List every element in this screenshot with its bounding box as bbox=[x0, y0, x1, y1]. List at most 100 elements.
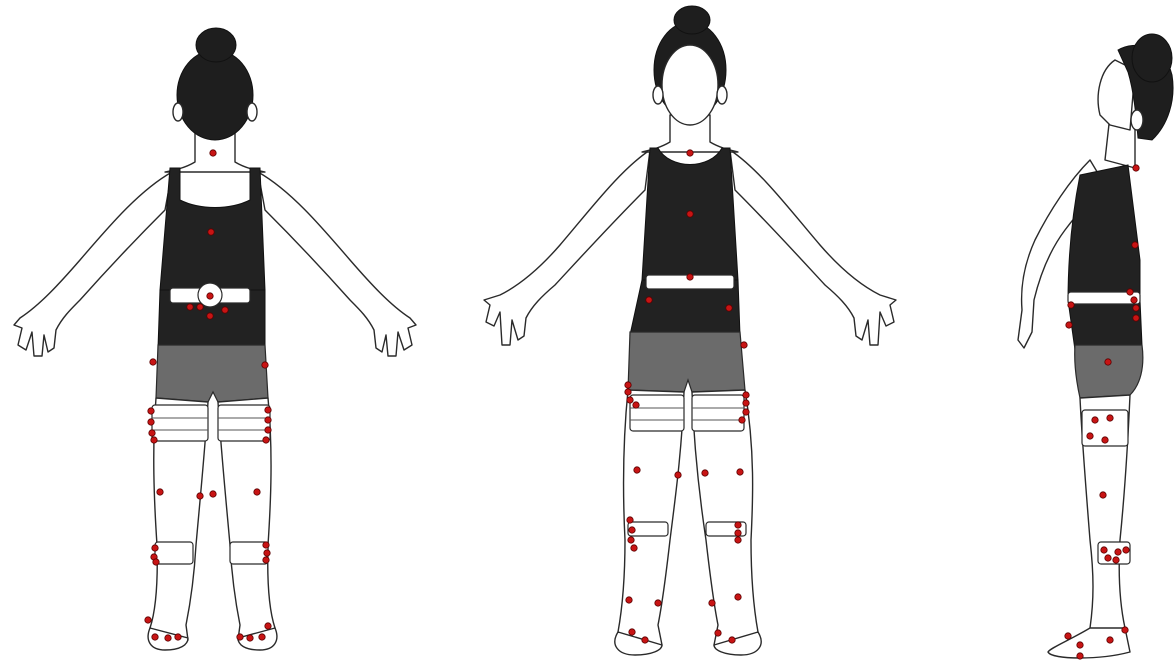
marker-front-16 bbox=[675, 472, 681, 478]
right-arm bbox=[258, 172, 416, 356]
marker-back-15 bbox=[265, 417, 271, 423]
right-arm bbox=[730, 150, 896, 345]
marker-front-26 bbox=[626, 597, 632, 603]
marker-side-16 bbox=[1105, 555, 1111, 561]
marker-back-27 bbox=[263, 557, 269, 563]
marker-side-3 bbox=[1068, 302, 1074, 308]
figure-back-view bbox=[0, 0, 440, 661]
shorts bbox=[1075, 345, 1143, 398]
marker-side-15 bbox=[1101, 547, 1107, 553]
marker-back-1 bbox=[210, 150, 216, 156]
marker-side-17 bbox=[1115, 549, 1121, 555]
marker-back-25 bbox=[263, 542, 269, 548]
hair-bun bbox=[1132, 34, 1172, 82]
marker-back-3 bbox=[207, 293, 213, 299]
marker-side-13 bbox=[1102, 437, 1108, 443]
marker-side-4 bbox=[1066, 322, 1072, 328]
marker-side-20 bbox=[1065, 633, 1071, 639]
marker-front-20 bbox=[629, 527, 635, 533]
marker-back-18 bbox=[157, 489, 163, 495]
marker-back-2 bbox=[208, 229, 214, 235]
marker-side-22 bbox=[1122, 627, 1128, 633]
marker-front-14 bbox=[739, 417, 745, 423]
marker-side-9 bbox=[1105, 359, 1111, 365]
marker-back-20 bbox=[210, 491, 216, 497]
marker-front-27 bbox=[655, 600, 661, 606]
marker-back-14 bbox=[265, 407, 271, 413]
right-thigh-strap bbox=[218, 405, 270, 441]
lower-torso bbox=[1068, 300, 1142, 350]
marker-side-6 bbox=[1131, 297, 1137, 303]
left-shin-strap bbox=[155, 542, 193, 564]
marker-front-13 bbox=[743, 409, 749, 415]
left-arm bbox=[484, 150, 650, 345]
shorts bbox=[156, 345, 268, 402]
marker-front-32 bbox=[715, 630, 721, 636]
marker-back-31 bbox=[175, 634, 181, 640]
marker-front-21 bbox=[628, 537, 634, 543]
marker-front-33 bbox=[729, 637, 735, 643]
face bbox=[662, 45, 718, 125]
marker-front-19 bbox=[627, 517, 633, 523]
marker-front-18 bbox=[737, 469, 743, 475]
marker-front-15 bbox=[634, 467, 640, 473]
marker-side-18 bbox=[1123, 547, 1129, 553]
marker-front-4 bbox=[646, 297, 652, 303]
marker-front-8 bbox=[625, 389, 631, 395]
marker-back-16 bbox=[265, 427, 271, 433]
marker-front-28 bbox=[709, 600, 715, 606]
marker-side-11 bbox=[1107, 415, 1113, 421]
marker-side-24 bbox=[1107, 637, 1113, 643]
marker-side-12 bbox=[1087, 433, 1093, 439]
marker-back-5 bbox=[197, 304, 203, 310]
right-ear bbox=[717, 86, 727, 104]
ear bbox=[1131, 110, 1143, 130]
marker-side-14 bbox=[1100, 492, 1106, 498]
figure-side-view bbox=[940, 0, 1175, 661]
marker-back-19 bbox=[197, 493, 203, 499]
marker-front-22 bbox=[631, 545, 637, 551]
marker-back-24 bbox=[153, 559, 159, 565]
marker-side-7 bbox=[1133, 305, 1139, 311]
foot bbox=[1048, 628, 1130, 658]
marker-back-29 bbox=[152, 634, 158, 640]
marker-back-11 bbox=[148, 419, 154, 425]
left-ear bbox=[173, 103, 183, 121]
right-shin-strap bbox=[230, 542, 268, 564]
marker-back-17 bbox=[263, 437, 269, 443]
marker-front-11 bbox=[743, 392, 749, 398]
marker-back-7 bbox=[222, 307, 228, 313]
marker-front-29 bbox=[735, 594, 741, 600]
left-thigh-strap bbox=[630, 395, 684, 431]
marker-front-3 bbox=[687, 274, 693, 280]
marker-front-5 bbox=[726, 305, 732, 311]
marker-back-4 bbox=[187, 304, 193, 310]
hair-bun bbox=[196, 28, 236, 62]
right-ear bbox=[247, 103, 257, 121]
marker-side-8 bbox=[1133, 315, 1139, 321]
marker-side-5 bbox=[1127, 289, 1133, 295]
left-arm bbox=[14, 172, 172, 356]
marker-front-17 bbox=[702, 470, 708, 476]
left-thigh-strap bbox=[152, 405, 208, 441]
marker-back-28 bbox=[145, 617, 151, 623]
marker-front-30 bbox=[629, 629, 635, 635]
marker-back-22 bbox=[152, 545, 158, 551]
marker-front-9 bbox=[627, 397, 633, 403]
marker-front-7 bbox=[625, 382, 631, 388]
marker-back-34 bbox=[259, 634, 265, 640]
marker-back-30 bbox=[165, 635, 171, 641]
marker-back-21 bbox=[254, 489, 260, 495]
marker-back-10 bbox=[148, 408, 154, 414]
left-ear bbox=[653, 86, 663, 104]
marker-back-13 bbox=[151, 437, 157, 443]
shorts bbox=[628, 332, 745, 392]
marker-front-1 bbox=[687, 150, 693, 156]
marker-front-31 bbox=[642, 637, 648, 643]
marker-front-12 bbox=[743, 400, 749, 406]
marker-back-26 bbox=[264, 550, 270, 556]
marker-side-1 bbox=[1133, 165, 1139, 171]
hair-bun bbox=[674, 6, 710, 34]
marker-back-32 bbox=[237, 634, 243, 640]
